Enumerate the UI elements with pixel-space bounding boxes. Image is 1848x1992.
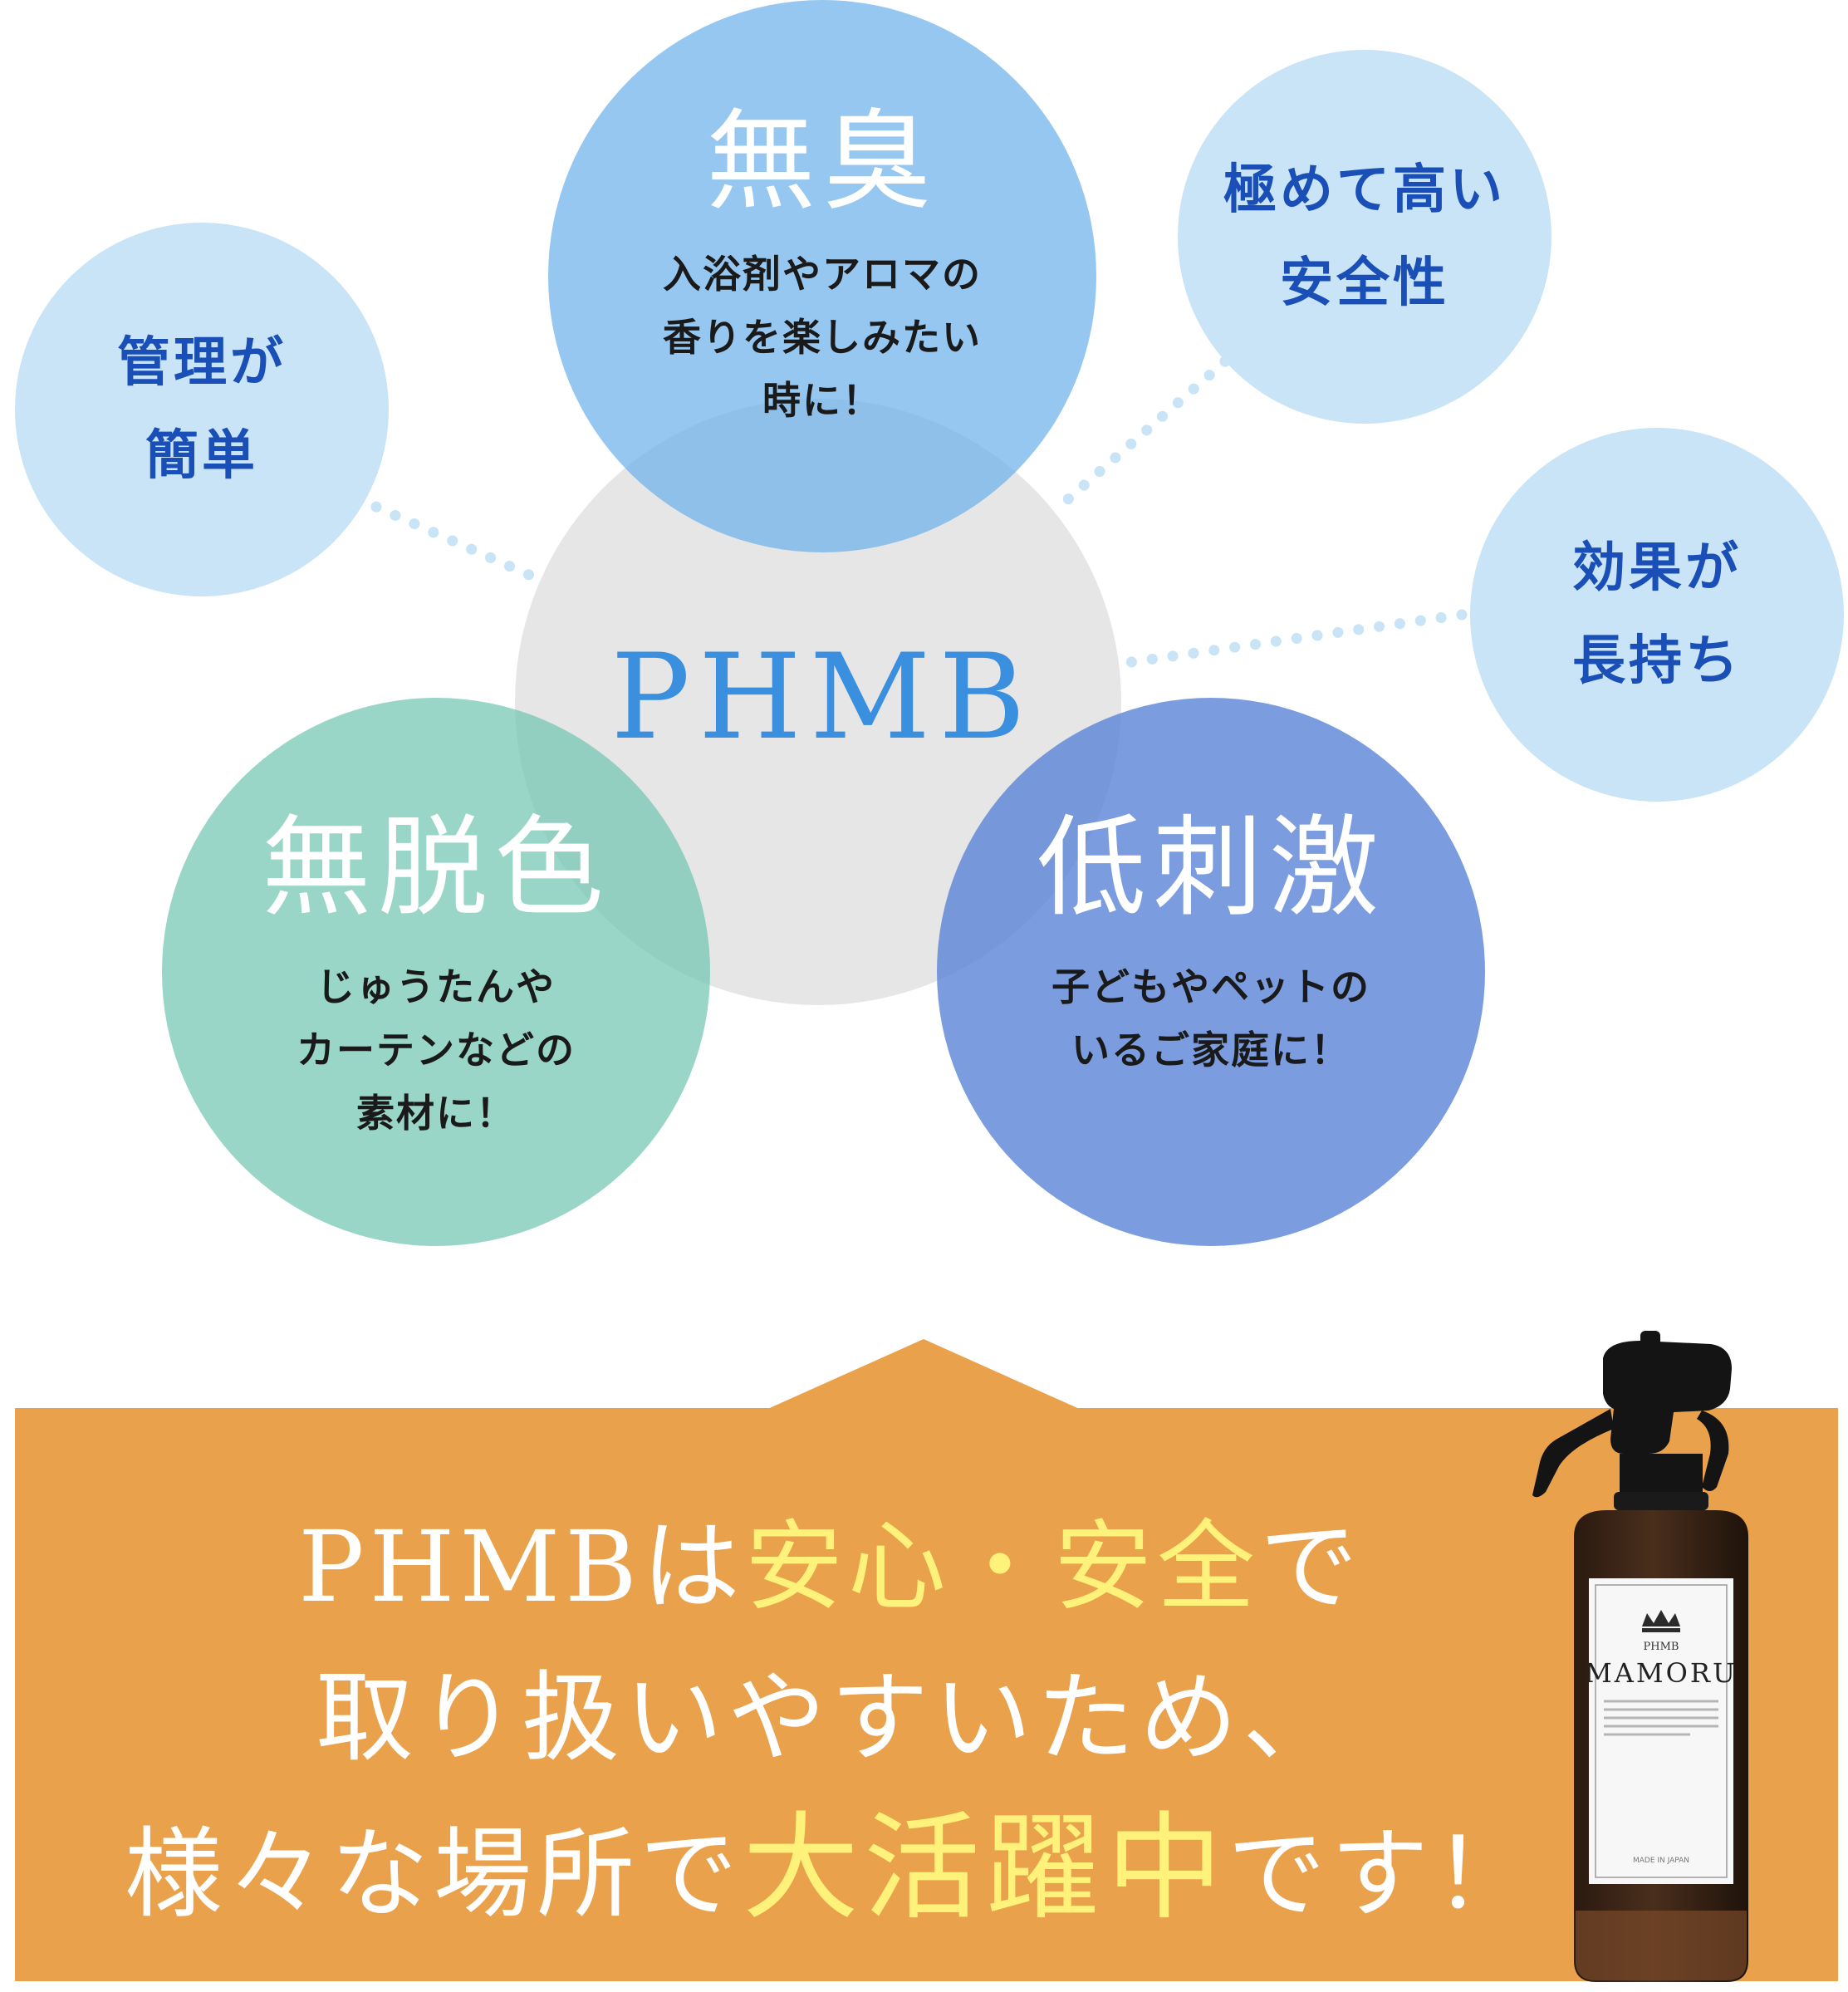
feature-low-irritation-desc-1: 子どもやペットの: [1051, 964, 1370, 1009]
center-label: PHMB: [610, 629, 1034, 766]
connector-longlasting: [1120, 609, 1468, 669]
banner-line-3: 様々な場所で大活躍中です！: [50, 1793, 1611, 1950]
feature-safety-title-2: 安全性: [1280, 253, 1449, 314]
feature-safety: 極めて高い 安全性: [1178, 50, 1551, 424]
connector-dots: [351, 356, 1468, 669]
banner-line-3-a: 様々な場所で: [124, 1817, 743, 1931]
feature-longlasting-title-1: 効果が: [1572, 537, 1742, 599]
feature-odorless: 無臭 入浴剤やアロマの 香りを楽しみたい 時に！: [548, 0, 1096, 552]
feature-no-bleach-title: 無脱色: [262, 804, 610, 932]
feature-low-irritation-title: 低刺激: [1037, 804, 1385, 932]
summary-banner: [15, 1408, 1838, 1981]
bottle-cap: [1620, 1454, 1703, 1495]
banner-line-2: 取り扱いやすいため、: [315, 1661, 1346, 1775]
feature-longlasting: 効果が 長持ち: [1470, 428, 1844, 802]
feature-low-irritation: 低刺激 子どもやペットの いるご家庭に！: [937, 698, 1485, 1246]
feature-management-title-2: 簡単: [145, 425, 258, 487]
label-made-text: MADE IN JAPAN: [1633, 1857, 1689, 1865]
product-bottle-image: PHMB MAMORU MADE IN JAPAN: [1532, 1331, 1748, 1982]
feature-low-irritation-desc-2: いるご家庭に！: [1071, 1028, 1350, 1072]
banner-line-3-b: です！: [1228, 1817, 1537, 1931]
banner-highlight-active: 大活躍中: [742, 1801, 1228, 1936]
banner-line-1: PHMBは安心・安全で: [50, 1491, 1611, 1642]
connector-safety: [1049, 356, 1231, 517]
feature-safety-title-1: 極めて高い: [1223, 159, 1506, 221]
feature-no-bleach-desc-1: じゅうたんや: [316, 964, 556, 1009]
banner-line-1-b: で: [1259, 1509, 1363, 1624]
feature-odorless-desc-2: 香りを楽しみたい: [663, 315, 982, 360]
label-name-text: MAMORU: [1585, 1657, 1738, 1689]
feature-diagram: 管理が 簡単 極めて高い 安全性 効果が 長持ち 無臭 入浴剤やアロマの 香りを…: [15, 0, 1844, 1246]
banner-text: PHMBは安心・安全で 取り扱いやすいため、 様々な場所で大活躍中です！: [50, 1491, 1611, 1950]
feature-no-bleach-desc-2: カーテンなどの: [297, 1028, 576, 1072]
label-small-text: PHMB: [1644, 1641, 1679, 1653]
crown-icon: [1642, 1610, 1680, 1632]
banner-pointer: [764, 1339, 1083, 1411]
spray-trigger: [1532, 1331, 1732, 1498]
feature-longlasting-title-2: 長持ち: [1572, 630, 1742, 692]
connector-management: [351, 493, 550, 587]
feature-no-bleach: 無脱色 じゅうたんや カーテンなどの 素材に！: [162, 698, 710, 1246]
feature-management-title-1: 管理が: [117, 332, 287, 394]
banner-line-1-a: PHMBは: [298, 1509, 745, 1624]
feature-no-bleach-desc-3: 素材に！: [356, 1091, 516, 1136]
feature-odorless-title: 無臭: [706, 98, 939, 226]
banner-highlight-safety: 安心・安全: [744, 1509, 1260, 1624]
feature-odorless-desc-1: 入浴剤やアロマの: [663, 252, 982, 297]
feature-management: 管理が 簡単: [15, 223, 389, 596]
label-fineprint: [1604, 1700, 1718, 1736]
feature-odorless-desc-3: 時に！: [762, 378, 882, 423]
